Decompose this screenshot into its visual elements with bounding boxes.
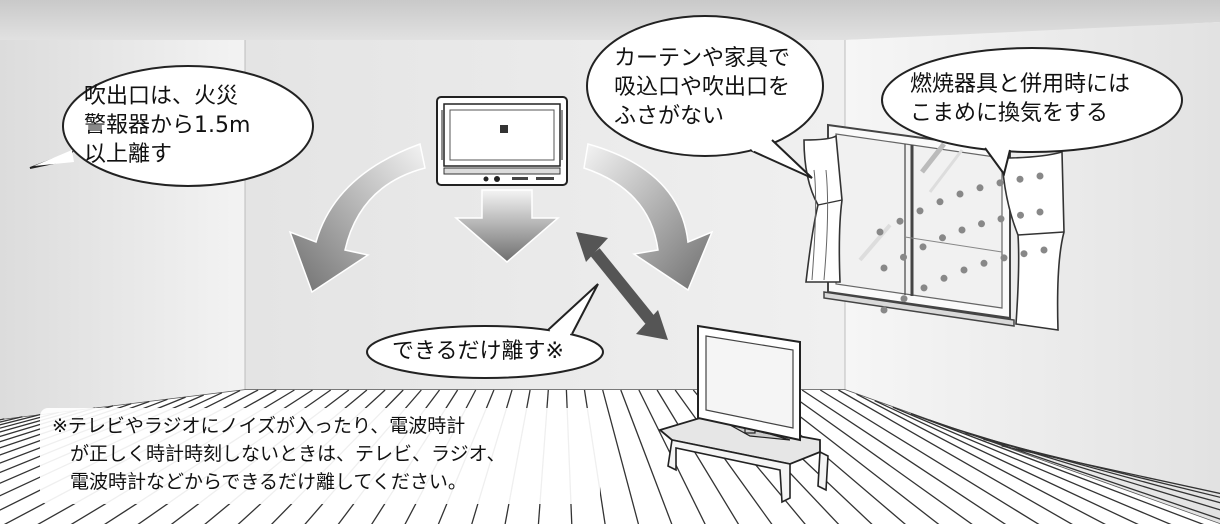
- floor-plank-line: [656, 389, 740, 524]
- airflow-dot: [919, 243, 927, 251]
- television: [658, 324, 829, 504]
- floor-plank-line: [801, 389, 1007, 524]
- note-line-2: が正しく時計時刻しないときは、テレビ、ラジオ、: [70, 443, 506, 465]
- text-line: こまめに換気をする: [910, 101, 1109, 126]
- airflow-dot: [1020, 250, 1028, 258]
- curtain-right: [1001, 150, 1065, 331]
- text-line: 燃焼器具と併用時には: [910, 72, 1131, 97]
- floor-plank-line: [910, 412, 1205, 524]
- airflow-dot: [916, 207, 924, 215]
- floor-plank-line: [0, 407, 96, 438]
- bubble-distance-text: できるだけ離す※: [392, 339, 564, 364]
- distance-double-arrow: [576, 232, 668, 340]
- floor-plank-line: [602, 389, 640, 524]
- airflow-dot: [876, 228, 884, 236]
- floor-plank-line: [674, 389, 773, 524]
- text-line: 吸込口や吹出口を: [614, 75, 791, 100]
- floor-plank-line: [856, 393, 1106, 524]
- caution-note: [40, 408, 600, 504]
- text-line: ふさがない: [614, 104, 725, 129]
- airflow-dot: [1040, 246, 1048, 254]
- airflow-dot: [978, 220, 985, 228]
- airflow-dot: [960, 266, 968, 274]
- curtain-left: [803, 134, 843, 283]
- bubble-distance: [366, 283, 604, 379]
- floor-plank-line: [892, 406, 1172, 524]
- floor-plank-line: [0, 409, 77, 433]
- airflow-down-arrow: [453, 189, 561, 263]
- text-line: カーテンや家具で: [614, 46, 791, 71]
- airflow-dot: [936, 198, 944, 206]
- airflow-dot: [996, 179, 1004, 187]
- floor-plank-line: [983, 438, 1220, 498]
- airflow-dot: [1016, 175, 1024, 183]
- ceiling: [0, 0, 1220, 48]
- airflow-arrows: [288, 142, 714, 340]
- airflow-dot: [958, 226, 966, 234]
- floor-plank-line: [838, 389, 1073, 524]
- airflow-dot: [980, 259, 988, 267]
- airflow-dot: [939, 234, 946, 242]
- floor-plank-line: [1001, 445, 1220, 495]
- airflow-right-arrow: [583, 143, 714, 292]
- note-line-3: 電波時計などからできるだけ離してください。: [70, 471, 467, 493]
- bubble-curtain-text: カーテンや家具で 吸込口や吹出口を ふさがない: [614, 44, 790, 131]
- airflow-left-arrow: [288, 142, 426, 294]
- bubble-ventilation: [881, 47, 1183, 177]
- floor-plank-line: [620, 389, 673, 524]
- airflow-dot: [997, 215, 1005, 223]
- airflow-dot: [956, 190, 964, 198]
- airflow-dot: [976, 184, 984, 192]
- floor-plank-line: [874, 400, 1139, 524]
- airflow-dot: [1017, 211, 1024, 219]
- bubble-vent-distance: [29, 65, 314, 187]
- airflow-dot: [1036, 172, 1044, 180]
- note-line-1: ※テレビやラジオにノイズが入ったり、電波時計: [52, 415, 466, 437]
- airflow-dot: [920, 284, 928, 292]
- floor-plank-line: [819, 389, 1040, 524]
- wall-unit: [436, 96, 568, 186]
- ventilation-airflow-dots: [876, 172, 1048, 314]
- airflow-dot: [900, 295, 908, 303]
- airflow-dot: [1000, 254, 1008, 262]
- text-line: 吹出口は、火災: [84, 84, 239, 109]
- airflow-dot: [880, 306, 888, 314]
- airflow-dot: [940, 274, 948, 282]
- text-line: 警報器から1.5m: [84, 113, 251, 138]
- bubble-ventilation-text: 燃焼器具と併用時には こまめに換気をする: [910, 70, 1130, 128]
- floor-plank-line: [783, 389, 973, 524]
- airflow-dot: [900, 253, 907, 261]
- airflow-dot: [896, 217, 904, 225]
- text-line: 以上離す: [84, 142, 173, 167]
- airflow-dot: [880, 264, 888, 272]
- bubble-curtain: [586, 15, 824, 179]
- airflow-dot: [1036, 208, 1044, 216]
- window: [823, 123, 1015, 327]
- bubble-vent-distance-text: 吹出口は、火災 警報器から1.5m 以上離す: [84, 82, 250, 169]
